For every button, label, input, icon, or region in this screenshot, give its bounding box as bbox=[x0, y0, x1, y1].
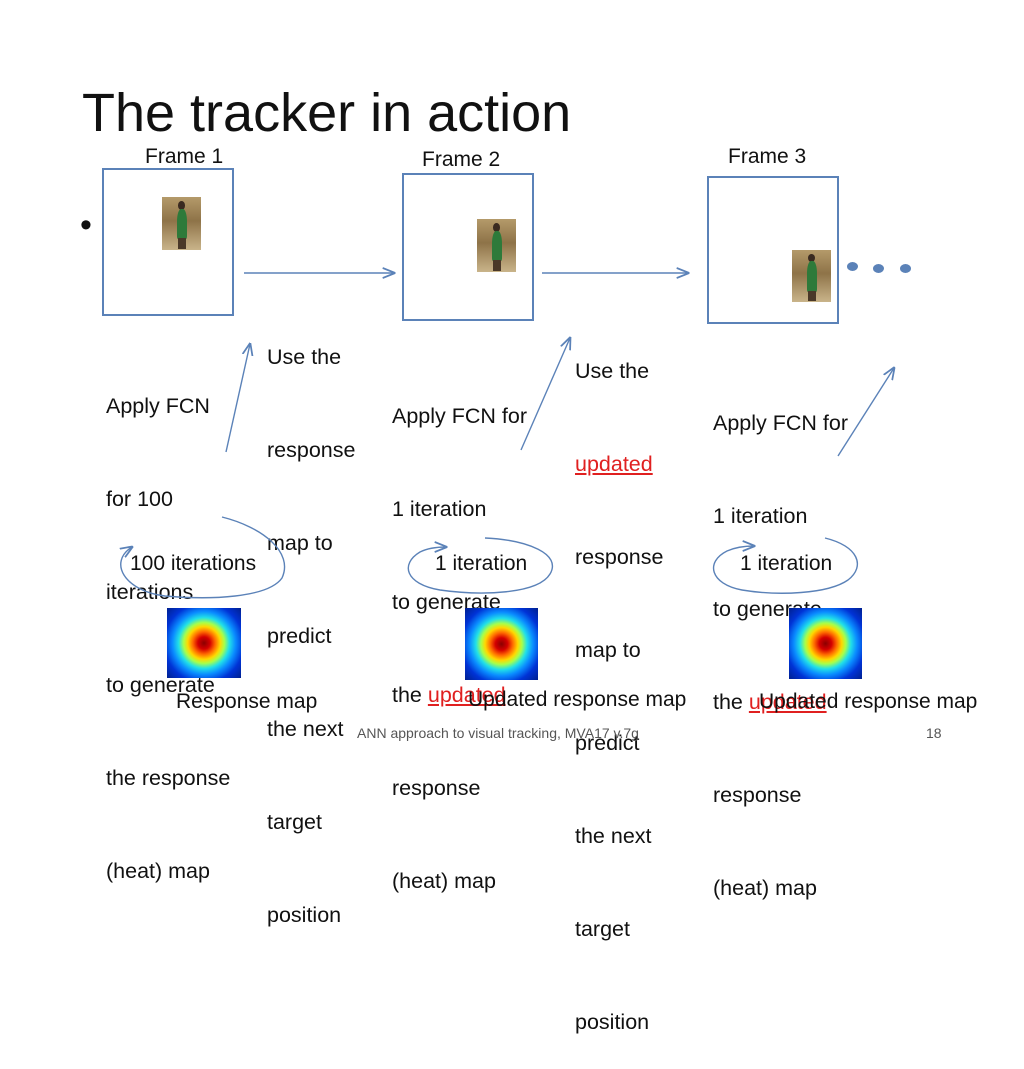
map-caption-2: Updated response map bbox=[468, 688, 687, 711]
loop-label-1: 100 iterations bbox=[130, 552, 257, 575]
bullet-marker: • bbox=[80, 206, 92, 244]
loop-label-3: 1 iteration bbox=[740, 552, 833, 575]
updated-highlight-2: updated bbox=[427, 683, 506, 707]
response-heatmap-2 bbox=[465, 608, 538, 680]
continuation-dot-3 bbox=[900, 264, 911, 273]
map-caption-1: Response map bbox=[176, 690, 318, 713]
map-caption-3: Updated response map bbox=[759, 690, 978, 713]
target-thumbnail-3 bbox=[792, 250, 831, 302]
slide-title: The tracker in action bbox=[82, 83, 572, 143]
continuation-dot-1 bbox=[847, 262, 858, 271]
loop-arrow-3 bbox=[712, 537, 859, 594]
frame-3-label: Frame 3 bbox=[728, 145, 807, 168]
response-heatmap-3 bbox=[789, 608, 862, 679]
loop-label-2: 1 iteration bbox=[435, 552, 528, 575]
continuation-dot-2 bbox=[873, 264, 884, 273]
updated-highlight-predict: updated bbox=[575, 452, 653, 476]
predict-arrow-3 bbox=[837, 368, 894, 457]
footer-text: ANN approach to visual tracking, MVA17 v… bbox=[357, 725, 639, 741]
slide-number: 18 bbox=[926, 725, 942, 741]
predict-arrow-1 bbox=[225, 344, 250, 453]
updated-highlight-3: updated bbox=[748, 690, 827, 714]
loop-arrow-2 bbox=[407, 537, 553, 594]
frame-2-label: Frame 2 bbox=[422, 148, 501, 171]
predict-arrow-2 bbox=[520, 338, 570, 451]
connector-overlay bbox=[0, 0, 1024, 599]
target-thumbnail-1 bbox=[162, 197, 201, 250]
frame-1-label: Frame 1 bbox=[145, 145, 224, 168]
loop-arrow-1 bbox=[121, 516, 286, 599]
response-heatmap-1 bbox=[167, 608, 241, 678]
target-thumbnail-2 bbox=[477, 219, 516, 272]
